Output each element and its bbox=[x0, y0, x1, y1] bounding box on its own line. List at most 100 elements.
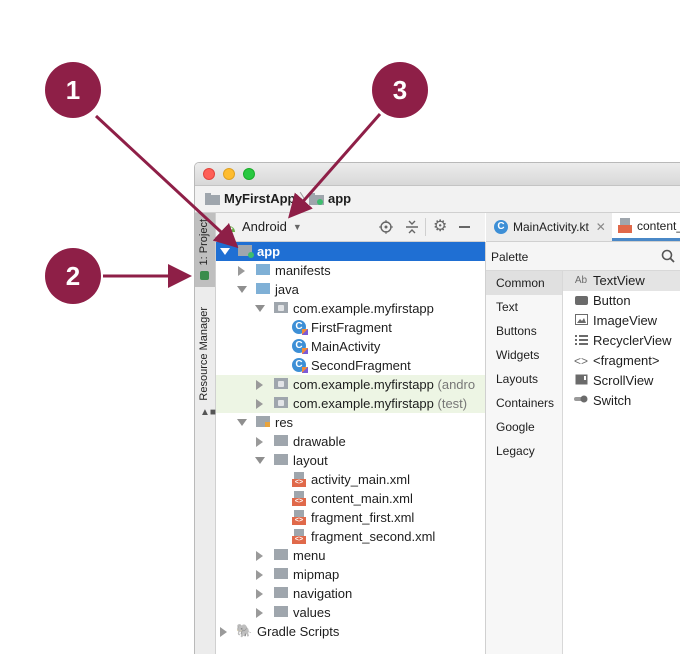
collapse-all-icon[interactable] bbox=[405, 220, 419, 234]
tree-item-android-test-package[interactable]: com.example.myfirstapp (andro bbox=[216, 375, 485, 394]
tree-item-activity-main-xml[interactable]: <> activity_main.xml bbox=[216, 470, 485, 489]
close-window-button[interactable] bbox=[203, 168, 215, 180]
tree-item-gradle-scripts[interactable]: 🐘 Gradle Scripts bbox=[216, 622, 485, 641]
kotlin-class-icon: C bbox=[292, 320, 308, 335]
palette-category-text[interactable]: Text bbox=[496, 300, 519, 314]
tab-label: MainActivity.kt bbox=[513, 220, 589, 234]
breadcrumb-project-label: MyFirstApp bbox=[224, 191, 296, 206]
package-icon bbox=[274, 378, 288, 389]
switch-icon bbox=[573, 394, 589, 408]
tree-item-package[interactable]: com.example.myfirstapp bbox=[216, 299, 485, 318]
hide-panel-icon[interactable] bbox=[459, 226, 470, 228]
tab-content-main[interactable]: content_ bbox=[612, 213, 680, 241]
project-tool-tab[interactable]: 1: Project bbox=[195, 213, 215, 287]
package-icon bbox=[274, 302, 288, 313]
collapse-arrow-icon bbox=[256, 589, 263, 599]
palette-widget-recyclerview[interactable]: RecyclerView bbox=[563, 331, 680, 351]
tree-item-label: menu bbox=[293, 548, 326, 563]
palette-category-buttons[interactable]: Buttons bbox=[496, 324, 537, 338]
tree-item-drawable[interactable]: drawable bbox=[216, 432, 485, 451]
tree-item-label: fragment_first.xml bbox=[311, 510, 415, 525]
module-badge-icon bbox=[248, 252, 254, 258]
palette-widget-imageview[interactable]: ImageView bbox=[563, 311, 680, 331]
tree-item-firstfragment[interactable]: C FirstFragment bbox=[216, 318, 485, 337]
close-tab-icon[interactable]: ✕ bbox=[595, 220, 606, 234]
search-icon[interactable] bbox=[661, 249, 675, 263]
project-view-label: Android bbox=[242, 219, 287, 234]
tree-item-content-main-xml[interactable]: <> content_main.xml bbox=[216, 489, 485, 508]
palette-widget-textview[interactable]: Ab TextView bbox=[563, 271, 680, 291]
tab-mainactivity[interactable]: C MainActivity.kt ✕ bbox=[486, 213, 611, 241]
breadcrumb-module[interactable]: app bbox=[309, 191, 351, 206]
collapse-arrow-icon bbox=[256, 380, 263, 390]
tree-item-mipmap[interactable]: mipmap bbox=[216, 565, 485, 584]
palette-widget-button[interactable]: Button bbox=[563, 291, 680, 311]
expand-arrow-icon bbox=[237, 419, 247, 426]
breadcrumb-project[interactable]: MyFirstApp bbox=[205, 191, 296, 206]
folder-icon bbox=[256, 283, 270, 294]
tree-item-label: com.example.myfirstapp bbox=[293, 301, 434, 316]
header-divider bbox=[425, 218, 426, 236]
expand-arrow-icon bbox=[255, 305, 265, 312]
tree-item-menu[interactable]: menu bbox=[216, 546, 485, 565]
palette-category-legacy[interactable]: Legacy bbox=[496, 444, 535, 458]
palette-widget-switch[interactable]: Switch bbox=[563, 391, 680, 411]
palette-widget-scrollview[interactable]: ScrollView bbox=[563, 371, 680, 391]
project-tree: app manifests java com.example.myfirstap… bbox=[216, 242, 486, 654]
tree-item-label: FirstFragment bbox=[311, 320, 392, 335]
collapse-arrow-icon bbox=[220, 627, 227, 637]
collapse-arrow-icon bbox=[256, 608, 263, 618]
minimize-window-button[interactable] bbox=[223, 168, 235, 180]
palette-category-layouts[interactable]: Layouts bbox=[496, 372, 539, 386]
tree-item-label: drawable bbox=[293, 434, 346, 449]
package-icon bbox=[274, 397, 288, 408]
tree-item-navigation[interactable]: navigation bbox=[216, 584, 485, 603]
folder-icon bbox=[274, 549, 288, 560]
tree-item-values[interactable]: values bbox=[216, 603, 485, 622]
resource-badge-icon bbox=[265, 422, 270, 427]
palette-category-common[interactable]: Common bbox=[486, 271, 562, 295]
palette-category-widgets[interactable]: Widgets bbox=[496, 348, 540, 362]
tree-item-secondfragment[interactable]: C SecondFragment bbox=[216, 356, 485, 375]
collapse-arrow-icon bbox=[256, 437, 263, 447]
navigation-bar: MyFirstApp 〉 app bbox=[195, 186, 680, 213]
tree-item-manifests[interactable]: manifests bbox=[216, 261, 485, 280]
callout-2: 2 bbox=[45, 248, 101, 304]
textview-icon: Ab bbox=[574, 275, 588, 286]
project-panel-header: Android ▼ ⚙ bbox=[216, 213, 485, 242]
gear-icon[interactable]: ⚙ bbox=[433, 218, 448, 235]
locate-target-icon[interactable] bbox=[379, 220, 393, 234]
collapse-arrow-icon bbox=[238, 266, 245, 276]
expand-arrow-icon bbox=[220, 248, 230, 255]
resource-manager-tool-tab[interactable]: Resource Manager ▲■ bbox=[195, 303, 216, 423]
tree-item-app[interactable]: app bbox=[216, 242, 485, 261]
chevron-down-icon: ▼ bbox=[292, 221, 302, 232]
kotlin-class-icon: C bbox=[292, 339, 308, 354]
palette-widget-fragment[interactable]: <> <fragment> bbox=[573, 353, 660, 368]
palette-category-containers[interactable]: Containers bbox=[496, 396, 555, 410]
callout-1-arrow bbox=[94, 114, 239, 249]
xml-file-icon: <> bbox=[292, 472, 306, 487]
tree-item-test-package[interactable]: com.example.myfirstapp (test) bbox=[216, 394, 485, 413]
zoom-window-button[interactable] bbox=[243, 168, 255, 180]
project-icon bbox=[200, 271, 209, 280]
tree-item-label: values bbox=[293, 605, 331, 620]
tree-item-label: com.example.myfirstapp (andro bbox=[293, 377, 476, 392]
module-folder-icon bbox=[238, 245, 252, 256]
palette-category-google[interactable]: Google bbox=[496, 420, 535, 434]
tool-window-strip: 1: Project Resource Manager ▲■ bbox=[195, 213, 216, 654]
palette-header: Palette bbox=[486, 242, 680, 271]
folder-icon bbox=[274, 606, 288, 617]
tree-item-fragment-first-xml[interactable]: <> fragment_first.xml bbox=[216, 508, 485, 527]
folder-icon bbox=[205, 192, 220, 205]
tree-item-layout[interactable]: layout bbox=[216, 451, 485, 470]
tree-item-fragment-second-xml[interactable]: <> fragment_second.xml bbox=[216, 527, 485, 546]
tree-item-res[interactable]: res bbox=[216, 413, 485, 432]
tree-item-mainactivity[interactable]: C MainActivity bbox=[216, 337, 485, 356]
tree-item-label: res bbox=[275, 415, 294, 430]
tree-item-label: Gradle Scripts bbox=[257, 624, 340, 639]
editor-tabs: C MainActivity.kt ✕ content_ bbox=[486, 213, 680, 242]
expand-arrow-icon bbox=[237, 286, 247, 293]
tree-item-java[interactable]: java bbox=[216, 280, 485, 299]
